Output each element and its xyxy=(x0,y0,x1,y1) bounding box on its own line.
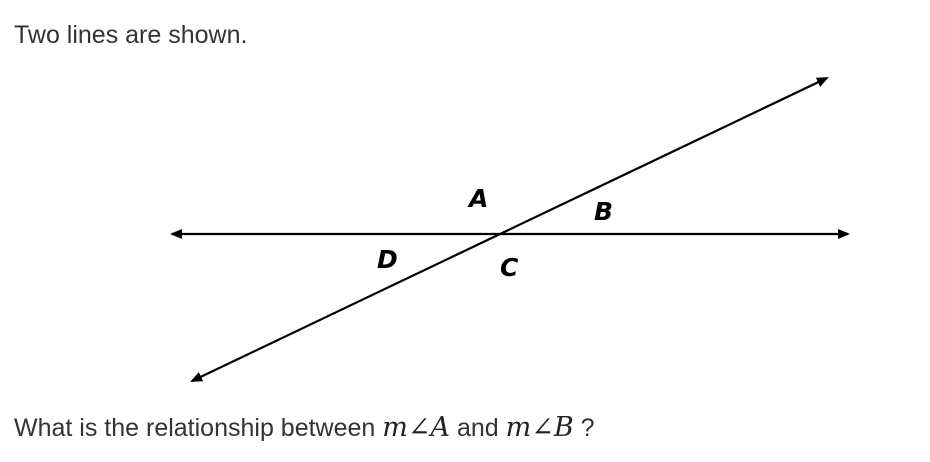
angle-a-expression: m∠A xyxy=(382,412,451,443)
question-mark: ? xyxy=(580,414,595,442)
angle-label-d: D xyxy=(377,245,398,274)
angle-label-c: C xyxy=(500,253,519,282)
transversal-line xyxy=(190,77,829,382)
intro-text: Two lines are shown. xyxy=(14,21,248,49)
angle-label-b: B xyxy=(594,197,613,226)
angle-b-expression: m∠B xyxy=(505,412,574,443)
question-text: What is the relationship between m∠A and… xyxy=(14,410,595,446)
angle-label-a: A xyxy=(467,184,488,213)
question-lead: What is the relationship between xyxy=(14,414,376,442)
question-connector: and xyxy=(456,414,499,442)
